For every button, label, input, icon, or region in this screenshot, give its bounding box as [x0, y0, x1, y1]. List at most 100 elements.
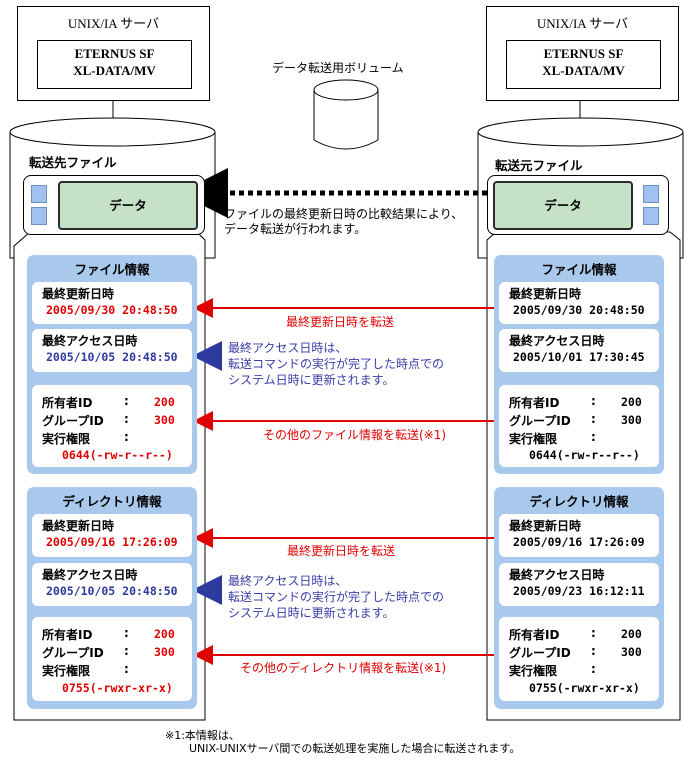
- left-file-owner-label: 所有者ID: [42, 396, 93, 410]
- file-mtime-transfer-label: 最終更新日時を転送: [286, 315, 395, 329]
- footnote-line2: UNIX-UNIXサーバ間での転送処理を実施した場合に転送されます。: [189, 742, 521, 755]
- left-dir-atime-card: 最終アクセス日時 2005/10/05 20:48:50: [32, 563, 192, 606]
- left-block-1: [31, 185, 47, 203]
- right-dir-group-label: グループID: [509, 646, 571, 660]
- right-file-perm-value: 0644(-rw-r--r--): [529, 448, 640, 462]
- left-file-owner-sep: :: [124, 394, 129, 408]
- file-atime-note-line1: 最終アクセス日時は、: [228, 341, 348, 355]
- right-file-mtime-card: 最終更新日時 2005/09/30 20:48:50: [499, 282, 659, 324]
- right-dir-perm-label: 実行権限: [509, 664, 558, 678]
- file-atime-note: 最終アクセス日時は、 転送コマンドの実行が完了した時点での システム日時に更新さ…: [228, 340, 444, 388]
- left-file-atime-label: 最終アクセス日時: [42, 334, 138, 348]
- right-server: UNIX/IA サーバ ETERNUS SF XL-DATA/MV: [486, 6, 679, 101]
- left-product-box: ETERNUS SF XL-DATA/MV: [37, 40, 192, 89]
- right-file-atime-value: 2005/10/01 17:30:45: [513, 350, 645, 364]
- left-dir-perm-label: 実行権限: [42, 664, 91, 678]
- left-dir-owner-sep: :: [124, 626, 129, 640]
- left-file-atime-card: 最終アクセス日時 2005/10/05 20:48:50: [32, 329, 192, 372]
- right-dir-mtime-label: 最終更新日時: [509, 519, 582, 533]
- dir-atime-note-line3: システム日時に更新されます。: [228, 606, 395, 620]
- left-server: UNIX/IA サーバ ETERNUS SF XL-DATA/MV: [17, 6, 210, 101]
- right-block-2: [643, 207, 659, 225]
- dir-other-transfer-label: その他のディレクトリ情報を転送(※1): [240, 661, 447, 675]
- left-block-2: [31, 207, 47, 225]
- left-dir-attrs-card: 所有者ID : 200 グループID : 300 実行権限 : 0755(-rw…: [32, 617, 192, 701]
- left-dir-owner-label: 所有者ID: [42, 628, 93, 642]
- dir-atime-note: 最終アクセス日時は、 転送コマンドの実行が完了した時点での システム日時に更新さ…: [228, 573, 444, 621]
- right-product-line1: ETERNUS SF: [543, 46, 624, 61]
- left-dir-info-title: ディレクトリ情報: [62, 494, 162, 509]
- right-data-container: データ: [487, 175, 669, 235]
- right-file-perm-sep: :: [591, 430, 596, 444]
- right-dir-mtime-value: 2005/09/16 17:26:09: [513, 535, 645, 549]
- left-dir-perm-sep: :: [124, 662, 129, 676]
- left-dir-atime-value: 2005/10/05 20:48:50: [46, 584, 178, 598]
- compare-note-line1: ファイルの最終更新日時の比較結果により、: [224, 207, 464, 221]
- compare-note-line2: データ転送が行われます。: [224, 222, 367, 236]
- left-dir-group-label: グループID: [42, 646, 104, 660]
- left-dir-mtime-card: 最終更新日時 2005/09/16 17:26:09: [32, 514, 192, 557]
- right-dir-atime-label: 最終アクセス日時: [509, 568, 605, 582]
- left-dir-mtime-label: 最終更新日時: [42, 519, 115, 533]
- right-dir-info-title: ディレクトリ情報: [529, 494, 629, 509]
- right-file-perm-label: 実行権限: [509, 432, 558, 446]
- left-dir-group-sep: :: [124, 644, 129, 658]
- transfer-volume-cylinder: [313, 79, 379, 150]
- right-file-group-label: グループID: [509, 414, 571, 428]
- left-file-perm-value: 0644(-rw-r--r--): [62, 448, 173, 462]
- left-dir-owner-value: 200: [154, 627, 175, 641]
- right-product-box: ETERNUS SF XL-DATA/MV: [506, 40, 661, 89]
- left-data-box: データ: [58, 181, 198, 230]
- left-file-info-title: ファイル情報: [74, 262, 150, 277]
- left-file-owner-value: 200: [154, 395, 175, 409]
- left-file-perm-sep: :: [124, 430, 129, 444]
- right-product-line2: XL-DATA/MV: [542, 63, 625, 78]
- dir-atime-note-line1: 最終アクセス日時は、: [228, 574, 348, 588]
- dest-file-label: 転送先ファイル: [29, 155, 117, 170]
- left-file-group-sep: :: [124, 412, 129, 426]
- left-file-mtime-label: 最終更新日時: [42, 287, 115, 301]
- volume-label: データ転送用ボリューム: [272, 61, 404, 75]
- dir-mtime-transfer-label: 最終更新日時を転送: [287, 544, 396, 558]
- left-file-attrs-card: 所有者ID : 200 グループID : 300 実行権限 : 0644(-rw…: [32, 385, 192, 467]
- compare-note: ファイルの最終更新日時の比較結果により、 データ転送が行われます。: [224, 207, 463, 237]
- left-data-container: データ: [23, 175, 205, 235]
- left-file-group-value: 300: [154, 413, 175, 427]
- left-server-title: UNIX/IA サーバ: [67, 16, 160, 31]
- right-dir-owner-sep: :: [591, 626, 596, 640]
- left-file-group-label: グループID: [42, 414, 104, 428]
- right-dir-attrs-card: 所有者ID : 200 グループID : 300 実行権限 : 0755(-rw…: [499, 617, 659, 701]
- left-product-line2: XL-DATA/MV: [73, 63, 156, 78]
- left-dir-group-value: 300: [154, 645, 175, 659]
- right-file-owner-label: 所有者ID: [509, 396, 560, 410]
- right-dir-atime-card: 最終アクセス日時 2005/09/23 16:12:11: [499, 563, 659, 606]
- right-dir-group-value: 300: [621, 645, 642, 659]
- right-dir-owner-label: 所有者ID: [509, 628, 560, 642]
- dir-atime-note-line2: 転送コマンドの実行が完了した時点での: [228, 590, 445, 604]
- right-dir-group-sep: :: [591, 644, 596, 658]
- file-atime-note-line2: 転送コマンドの実行が完了した時点での: [228, 357, 445, 371]
- left-file-perm-label: 実行権限: [42, 432, 91, 446]
- right-file-mtime-label: 最終更新日時: [509, 287, 582, 301]
- left-product-line1: ETERNUS SF: [74, 46, 155, 61]
- left-dir-perm-value: 0755(-rwxr-xr-x): [62, 681, 173, 695]
- left-dir-mtime-value: 2005/09/16 17:26:09: [46, 535, 178, 549]
- right-file-atime-label: 最終アクセス日時: [509, 334, 605, 348]
- right-file-group-value: 300: [621, 413, 642, 427]
- right-block-1: [643, 185, 659, 203]
- right-file-owner-value: 200: [621, 395, 642, 409]
- right-file-owner-sep: :: [591, 394, 596, 408]
- right-dir-perm-value: 0755(-rwxr-xr-x): [529, 681, 640, 695]
- right-dir-mtime-card: 最終更新日時 2005/09/16 17:26:09: [499, 514, 659, 557]
- right-data-box: データ: [493, 181, 633, 230]
- right-file-group-sep: :: [591, 412, 596, 426]
- right-dir-perm-sep: :: [591, 662, 596, 676]
- right-dir-atime-value: 2005/09/23 16:12:11: [513, 584, 645, 598]
- file-other-transfer-label: その他のファイル情報を転送(※1): [263, 428, 447, 442]
- left-file-mtime-card: 最終更新日時 2005/09/30 20:48:50: [32, 282, 192, 324]
- file-atime-note-line3: システム日時に更新されます。: [228, 373, 395, 387]
- left-file-atime-value: 2005/10/05 20:48:50: [46, 350, 178, 364]
- src-file-label: 転送元ファイル: [495, 158, 583, 173]
- footnote-line1: ※1:本情報は、: [165, 729, 240, 742]
- right-file-atime-card: 最終アクセス日時 2005/10/01 17:30:45: [499, 329, 659, 372]
